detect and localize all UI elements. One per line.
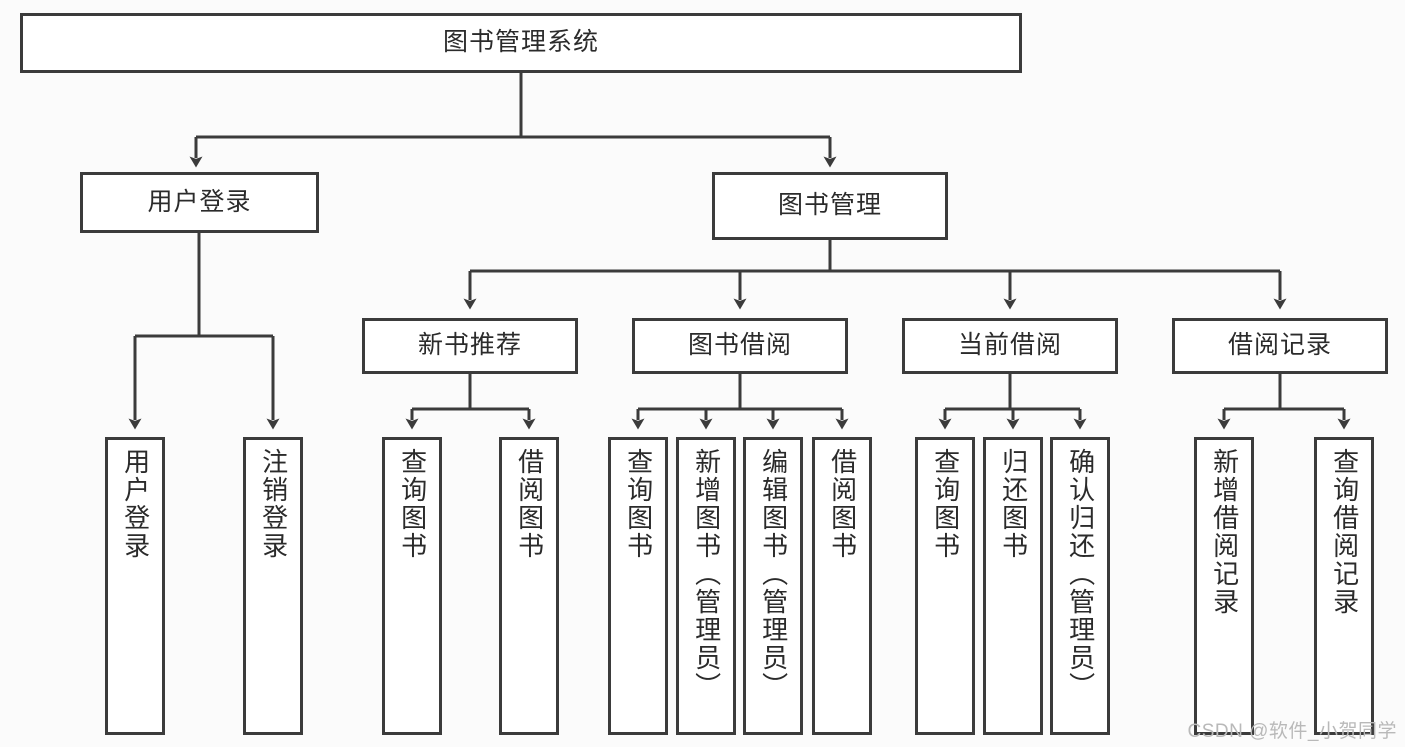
node-leaf-user-login[interactable]: 用户登录 bbox=[105, 437, 165, 735]
node-root[interactable]: 图书管理系统 bbox=[20, 13, 1022, 73]
node-leaf-return-book[interactable]: 归还图书 bbox=[983, 437, 1043, 735]
node-leaf-return-book-label: 归还图书 bbox=[998, 448, 1029, 560]
node-leaf-edit-book[interactable]: 编辑图书（管理员） bbox=[743, 437, 803, 735]
node-leaf-borrow-book-2[interactable]: 借阅图书 bbox=[812, 437, 872, 735]
node-leaf-query-record-label: 查询借阅记录 bbox=[1329, 448, 1360, 616]
node-borrow-record-label: 借阅记录 bbox=[1227, 331, 1332, 360]
node-leaf-query-book-3[interactable]: 查询图书 bbox=[915, 437, 975, 735]
node-leaf-edit-book-label: 编辑图书（管理员） bbox=[758, 448, 789, 700]
node-borrow-record[interactable]: 借阅记录 bbox=[1172, 318, 1388, 374]
node-leaf-user-logout[interactable]: 注销登录 bbox=[243, 437, 303, 735]
node-leaf-query-record[interactable]: 查询借阅记录 bbox=[1314, 437, 1374, 735]
node-leaf-borrow-book-2-label: 借阅图书 bbox=[827, 448, 858, 560]
node-leaf-add-record[interactable]: 新增借阅记录 bbox=[1194, 437, 1254, 735]
node-book-borrow[interactable]: 图书借阅 bbox=[632, 318, 848, 374]
node-leaf-query-book-1[interactable]: 查询图书 bbox=[382, 437, 442, 735]
node-current-borrow[interactable]: 当前借阅 bbox=[902, 318, 1118, 374]
node-leaf-confirm-return-label: 确认归还（管理员） bbox=[1065, 448, 1096, 700]
node-new-book-recommend[interactable]: 新书推荐 bbox=[362, 318, 578, 374]
node-leaf-user-logout-label: 注销登录 bbox=[258, 448, 289, 560]
node-leaf-borrow-book-1[interactable]: 借阅图书 bbox=[499, 437, 559, 735]
node-leaf-query-book-1-label: 查询图书 bbox=[397, 448, 428, 560]
node-user-login-label: 用户登录 bbox=[147, 187, 252, 216]
node-leaf-borrow-book-1-label: 借阅图书 bbox=[514, 448, 545, 560]
node-root-label: 图书管理系统 bbox=[442, 28, 599, 57]
node-book-manage-label: 图书管理 bbox=[777, 191, 882, 220]
node-leaf-query-book-2[interactable]: 查询图书 bbox=[608, 437, 668, 735]
node-new-book-recommend-label: 新书推荐 bbox=[417, 331, 522, 360]
node-user-login[interactable]: 用户登录 bbox=[80, 172, 319, 233]
node-leaf-user-login-label: 用户登录 bbox=[120, 448, 151, 560]
node-book-manage[interactable]: 图书管理 bbox=[712, 172, 948, 240]
node-book-borrow-label: 图书借阅 bbox=[687, 331, 792, 360]
node-leaf-add-book[interactable]: 新增图书（管理员） bbox=[676, 437, 736, 735]
node-leaf-query-book-3-label: 查询图书 bbox=[930, 448, 961, 560]
node-leaf-confirm-return[interactable]: 确认归还（管理员） bbox=[1050, 437, 1110, 735]
node-leaf-query-book-2-label: 查询图书 bbox=[623, 448, 654, 560]
node-leaf-add-book-label: 新增图书（管理员） bbox=[691, 448, 722, 700]
node-leaf-add-record-label: 新增借阅记录 bbox=[1209, 448, 1240, 616]
node-current-borrow-label: 当前借阅 bbox=[957, 331, 1062, 360]
